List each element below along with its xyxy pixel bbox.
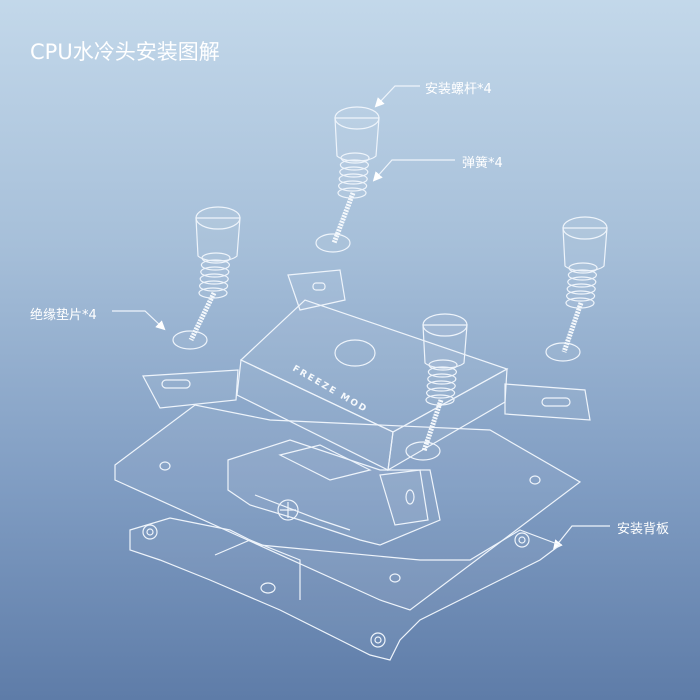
label-spring: 弹簧*4	[462, 156, 503, 171]
label-screw: 安装螺杆*4	[425, 82, 492, 97]
arrow-backplate	[553, 525, 610, 550]
bracket-arms	[142, 269, 591, 421]
screw-assembly	[405, 313, 468, 461]
arrow-screw	[374, 85, 420, 108]
water-block: FREEZE MOD	[236, 299, 509, 472]
screw-assembly	[172, 206, 241, 350]
backplate	[129, 517, 562, 661]
arrow-washer	[112, 310, 166, 331]
mounting-plate	[114, 404, 582, 611]
arrow-spring	[372, 159, 455, 182]
screw-assembly	[315, 106, 380, 253]
label-washer: 绝缘垫片*4	[30, 308, 97, 323]
label-backplate: 安装背板	[617, 522, 670, 537]
screw-assembly	[545, 216, 608, 362]
cold-plate	[227, 439, 441, 546]
page-title: CPU水冷头安装图解	[30, 40, 220, 64]
